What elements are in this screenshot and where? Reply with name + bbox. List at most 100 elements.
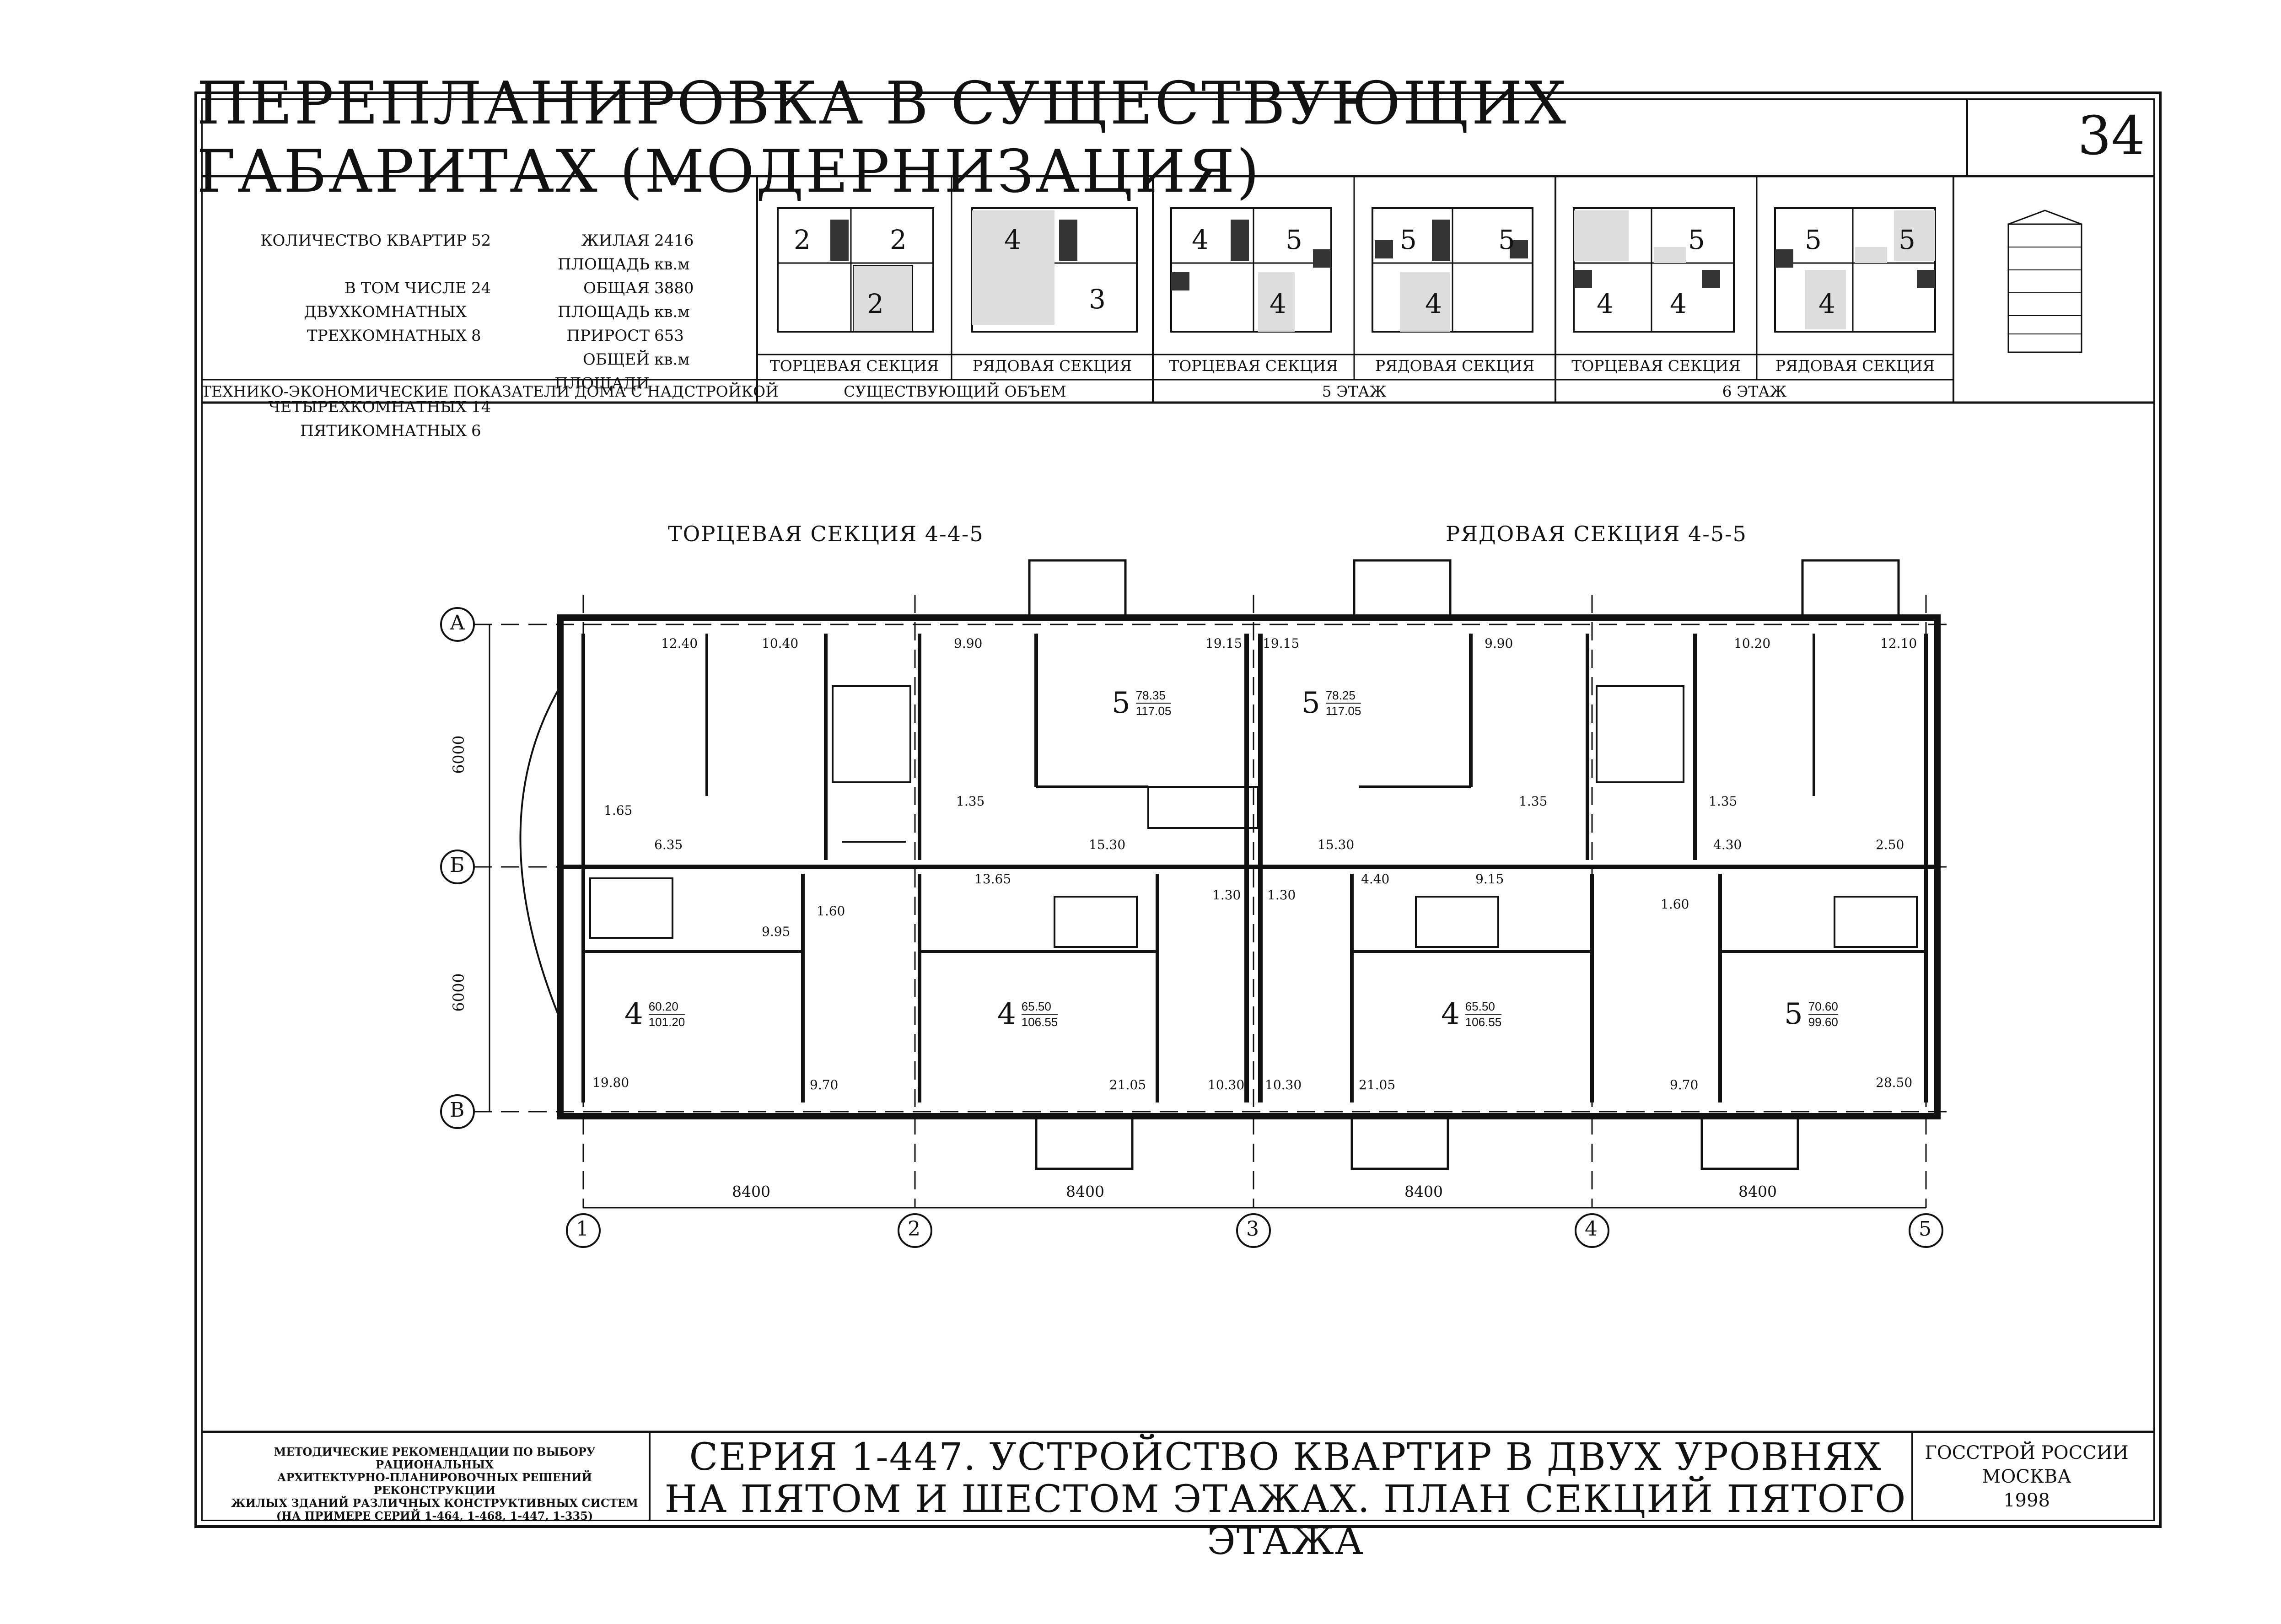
scheme-group-label: СУЩЕСТВУЮЩИЙ ОБЪЕМ (844, 382, 1066, 400)
room-area: 10.20 (1734, 636, 1771, 651)
room-area: 12.40 (661, 636, 698, 651)
scheme-label: ТОРЦЕВАЯ СЕКЦИЯ (1571, 357, 1741, 375)
scheme-num: 2 (794, 224, 812, 255)
room-area: 9.70 (1670, 1077, 1699, 1092)
scheme-num: 3 (1089, 284, 1107, 315)
scheme-label: РЯДОВАЯ СЕКЦИЯ (1775, 357, 1935, 375)
room-area: 1.60 (817, 903, 845, 919)
axis-number: 3 (1246, 1217, 1260, 1241)
room-area: 9.90 (954, 636, 983, 651)
scheme-num: 5 (1400, 224, 1418, 255)
room-area: 21.05 (1109, 1077, 1146, 1092)
header-grid (201, 98, 2155, 404)
room-area: 9.90 (1485, 636, 1513, 651)
sheet-title: СЕРИЯ 1-447. УСТРОЙСТВО КВАРТИР В ДВУХ У… (664, 1436, 1907, 1563)
room-area: 12.10 (1880, 636, 1917, 651)
footer-grid (201, 1430, 2155, 1521)
apartment-label: 4 65.50 106.55 (997, 997, 1058, 1031)
dim-horizontal: 8400 (732, 1183, 770, 1200)
room-area: 10.30 (1208, 1077, 1245, 1092)
axis-number: 1 (576, 1217, 590, 1241)
apartment-label: 4 65.50 106.55 (1441, 997, 1502, 1031)
room-area: 21.05 (1359, 1077, 1396, 1092)
page-number: 34 (2077, 105, 2145, 167)
scheme-num: 4 (1004, 224, 1022, 255)
scheme-num: 4 (1425, 288, 1443, 319)
axis-letter: Б (450, 854, 466, 877)
scheme-2 (971, 207, 1138, 333)
sheet-border (194, 91, 2162, 1528)
scheme-1 (777, 207, 934, 333)
organization: ГОССТРОЙ РОССИИ МОСКВА 1998 (1925, 1442, 2129, 1511)
section-title-left: ТОРЦЕВАЯ СЕКЦИЯ 4-4-5 (668, 522, 984, 546)
room-area: 15.30 (1089, 837, 1126, 852)
dim-horizontal: 8400 (1404, 1183, 1443, 1200)
axis-letter: А (450, 611, 466, 635)
room-area: 1.65 (604, 803, 633, 818)
room-area: 2.50 (1876, 837, 1904, 852)
apartment-label: 5 78.35 117.05 (1112, 686, 1172, 720)
room-area: 1.35 (1519, 794, 1548, 809)
room-area: 10.40 (762, 636, 799, 651)
room-area: 1.30 (1267, 887, 1296, 903)
scheme-num: 5 (1805, 224, 1823, 255)
dim-horizontal: 8400 (1738, 1183, 1777, 1200)
scheme-num: 2 (867, 288, 885, 319)
room-area: 1.35 (956, 794, 985, 809)
scheme-group-label: 6 ЭТАЖ (1722, 382, 1787, 400)
scheme-num: 5 (1899, 224, 1916, 255)
scheme-4 (1372, 207, 1533, 333)
scheme-3 (1170, 207, 1332, 333)
scheme-label: РЯДОВАЯ СЕКЦИЯ (1375, 357, 1535, 375)
room-area: 6.35 (654, 837, 683, 852)
room-area: 19.15 (1205, 636, 1243, 651)
room-area: 1.60 (1661, 897, 1689, 912)
stats-caption: ТЕХНИКО-ЭКОНОМИЧЕСКИЕ ПОКАЗАТЕЛИ ДОМА С … (201, 382, 779, 400)
scheme-label: ТОРЦЕВАЯ СЕКЦИЯ (1169, 357, 1338, 375)
scheme-thumbnails (777, 207, 2082, 353)
room-area: 4.30 (1713, 837, 1742, 852)
building-elevation-icon (2007, 210, 2082, 353)
apartment-label: 5 70.60 99.60 (1784, 997, 1838, 1031)
scheme-num: 4 (1192, 224, 1210, 255)
section-title-right: РЯДОВАЯ СЕКЦИЯ 4-5-5 (1446, 522, 1747, 546)
scheme-group-label: 5 ЭТАЖ (1322, 382, 1387, 400)
scheme-num: 4 (1597, 288, 1614, 319)
axis-number: 4 (1585, 1217, 1598, 1241)
room-area: 15.30 (1318, 837, 1355, 852)
scheme-5 (1573, 207, 1735, 333)
scheme-6 (1774, 207, 1936, 333)
scheme-label: РЯДОВАЯ СЕКЦИЯ (972, 357, 1132, 375)
room-area: 9.70 (810, 1077, 839, 1092)
inner-border (201, 98, 2155, 1521)
room-area: 19.80 (592, 1075, 629, 1090)
apartment-label: 4 60.20 101.20 (624, 997, 685, 1031)
scheme-num: 5 (1286, 224, 1303, 255)
scheme-num: 4 (1670, 288, 1688, 319)
room-area: 19.15 (1263, 636, 1300, 651)
apartment-label: 5 78.25 117.05 (1302, 686, 1361, 720)
room-area: 1.30 (1212, 887, 1241, 903)
axis-letter: В (450, 1098, 466, 1122)
floor-plan (440, 559, 1949, 1248)
room-area: 9.15 (1475, 871, 1504, 887)
room-area: 10.30 (1265, 1077, 1302, 1092)
room-area: 9.95 (762, 924, 791, 939)
room-area: 4.40 (1361, 871, 1390, 887)
axis-number: 2 (908, 1217, 921, 1241)
scheme-num: 5 (1498, 224, 1516, 255)
dim-horizontal: 8400 (1066, 1183, 1104, 1200)
scheme-label: ТОРЦЕВАЯ СЕКЦИЯ (769, 357, 939, 375)
room-area: 13.65 (974, 871, 1011, 887)
room-area: 1.35 (1709, 794, 1738, 809)
scheme-num: 4 (1270, 288, 1287, 319)
axis-number: 5 (1919, 1217, 1932, 1241)
scheme-num: 4 (1818, 288, 1836, 319)
scheme-num: 2 (890, 224, 908, 255)
